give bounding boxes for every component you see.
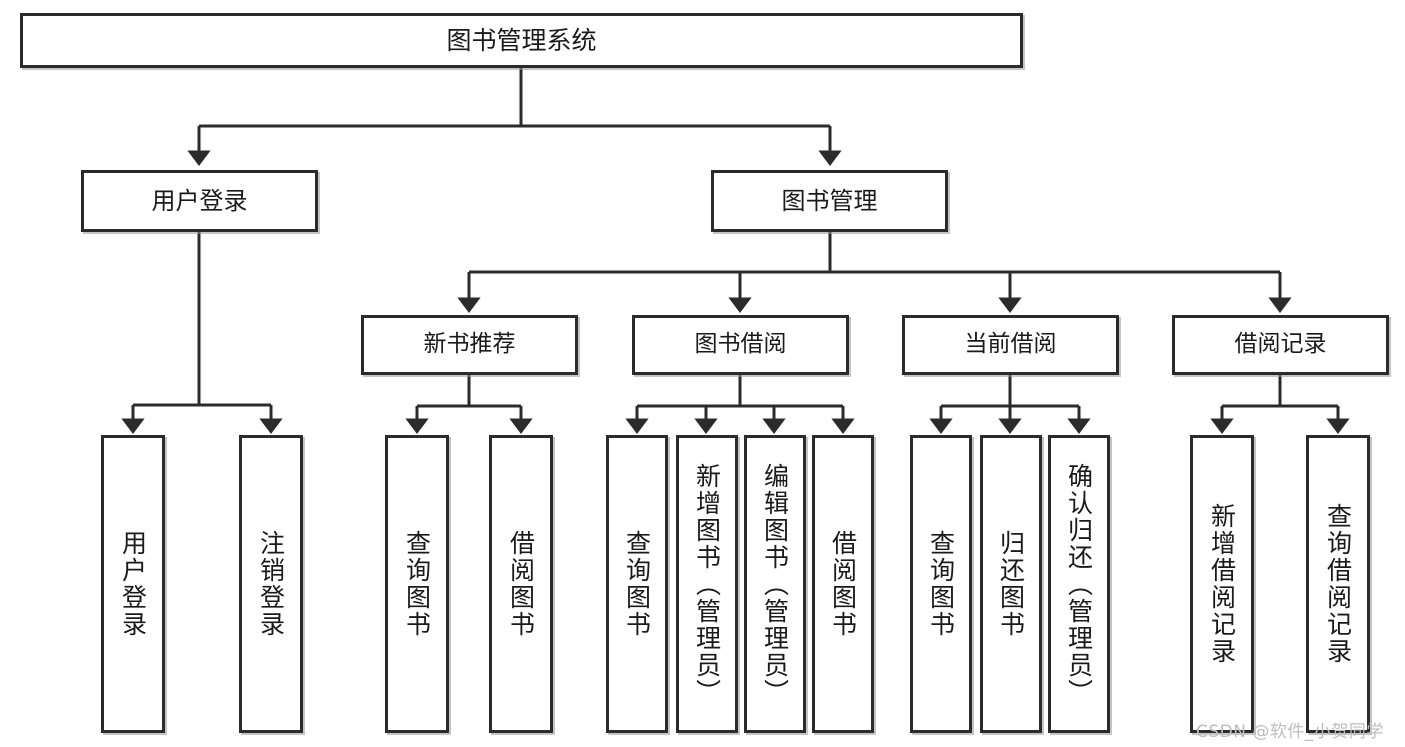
leaf-new-book-search[interactable]: 查询图书 — [385, 435, 449, 733]
node-label: 查询图书 — [926, 530, 956, 638]
node-label: 新书推荐 — [423, 331, 516, 358]
node-label: 借阅图书 — [506, 530, 536, 638]
node-current-borrow[interactable]: 当前借阅 — [902, 315, 1119, 375]
node-label: 新增借阅记录 — [1207, 503, 1237, 665]
watermark-text: CSDN @软件_小贺同学 — [1196, 722, 1384, 742]
leaf-book-borrow-borrow[interactable]: 借阅图书 — [812, 435, 874, 733]
leaf-new-book-borrow[interactable]: 借阅图书 — [489, 435, 553, 733]
node-book-borrow[interactable]: 图书借阅 — [632, 315, 849, 375]
leaf-user-login-logout[interactable]: 注销登录 — [239, 435, 303, 733]
node-user-login[interactable]: 用户登录 — [81, 170, 318, 232]
node-label: 注销登录 — [256, 530, 286, 638]
leaf-borrow-record-add[interactable]: 新增借阅记录 — [1190, 435, 1254, 733]
node-label: 查询借阅记录 — [1323, 503, 1353, 665]
node-book-management[interactable]: 图书管理 — [711, 170, 948, 232]
node-label: 查询图书 — [402, 530, 432, 638]
node-label: 确认归还（管理员） — [1064, 462, 1094, 706]
leaf-user-login-login[interactable]: 用户登录 — [101, 435, 165, 733]
node-label: 用户登录 — [151, 186, 248, 215]
node-new-book-recommend[interactable]: 新书推荐 — [361, 315, 578, 375]
leaf-book-borrow-add[interactable]: 新增图书（管理员） — [676, 435, 738, 733]
node-label: 借阅图书 — [828, 530, 858, 638]
leaf-current-borrow-confirm[interactable]: 确认归还（管理员） — [1048, 435, 1110, 733]
node-borrow-record[interactable]: 借阅记录 — [1172, 315, 1389, 375]
node-label: 归还图书 — [996, 530, 1026, 638]
leaf-current-borrow-return[interactable]: 归还图书 — [980, 435, 1042, 733]
node-label: 用户登录 — [118, 530, 148, 638]
node-root-system[interactable]: 图书管理系统 — [20, 13, 1023, 68]
leaf-borrow-record-search[interactable]: 查询借阅记录 — [1306, 435, 1370, 733]
leaf-book-borrow-search[interactable]: 查询图书 — [606, 435, 668, 733]
node-label: 图书借阅 — [694, 331, 787, 358]
node-label: 编辑图书（管理员） — [760, 462, 790, 706]
leaf-current-borrow-search[interactable]: 查询图书 — [910, 435, 972, 733]
node-label: 当前借阅 — [964, 331, 1057, 358]
node-label: 图书管理 — [781, 186, 878, 215]
node-label: 查询图书 — [622, 530, 652, 638]
node-label: 新增图书（管理员） — [692, 462, 722, 706]
csdn-watermark: CSDN @软件_小贺同学 — [1196, 717, 1384, 742]
node-label: 借阅记录 — [1234, 331, 1327, 358]
node-label: 图书管理系统 — [446, 25, 597, 55]
leaf-book-borrow-edit[interactable]: 编辑图书（管理员） — [744, 435, 806, 733]
